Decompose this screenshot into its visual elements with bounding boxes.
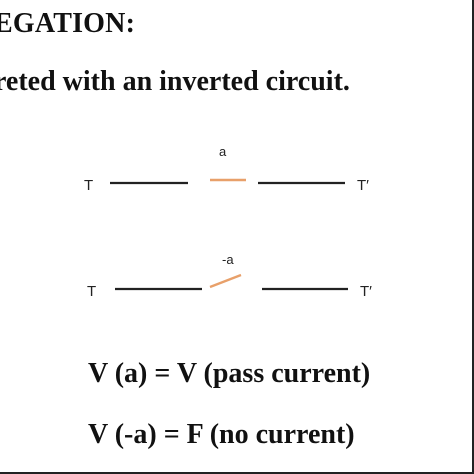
circuit-neg-a-right-terminal: T′: [360, 283, 372, 300]
equation-pass-current: V (a) = V (pass current): [88, 358, 371, 389]
slide-heading: EGATION:: [0, 8, 136, 39]
slide-subheading: reted with an inverted circuit.: [0, 66, 350, 97]
circuit-neg-a-left-terminal: T: [87, 283, 96, 300]
circuit-a-right-terminal: T′: [357, 177, 369, 194]
circuit-a-left-terminal: T: [84, 177, 93, 194]
circuit-a-switch-label: a: [219, 144, 227, 159]
circuit-neg-a-switch: [209, 273, 242, 289]
circuit-a: T a T′: [84, 144, 369, 194]
circuit-neg-a-switch-label: -a: [222, 252, 234, 267]
circuit-neg-a: T -a T′: [87, 252, 372, 300]
equation-no-current: V (-a) = F (no current): [88, 419, 355, 450]
